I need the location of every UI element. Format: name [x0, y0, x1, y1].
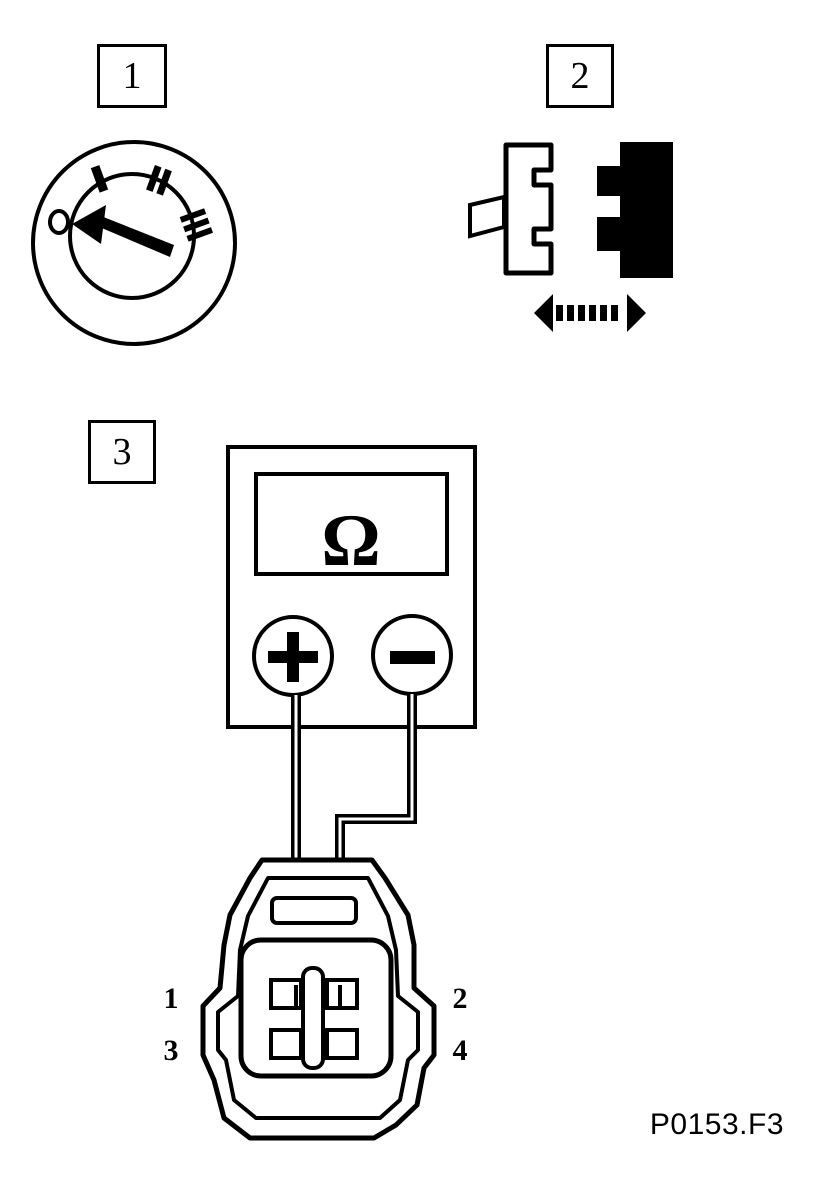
pin-4-terminal — [325, 1028, 359, 1060]
step-1-number: 1 — [122, 55, 142, 97]
pin-2-label: 2 — [453, 982, 468, 1015]
latch-tab — [468, 194, 506, 239]
multimeter-display — [254, 472, 449, 576]
figure-code: P0153.F3 — [649, 1108, 784, 1141]
connector-half-white — [503, 142, 554, 276]
position-II-marker — [146, 165, 172, 196]
connector-half-black — [597, 142, 673, 278]
position-0-marker — [48, 209, 70, 235]
step-3-box: 3 — [88, 420, 156, 484]
step-1-box: 1 — [97, 44, 167, 108]
pin-3-terminal — [269, 1028, 303, 1060]
center-divider — [301, 966, 325, 1070]
pin-3-label: 3 — [164, 1034, 179, 1067]
minus-icon — [390, 651, 435, 664]
connector-lock — [270, 896, 358, 925]
pin-1-label: 1 — [164, 982, 179, 1015]
position-I-marker — [90, 165, 109, 193]
multimeter: Ω — [226, 445, 477, 729]
key-arrow-icon — [72, 205, 174, 257]
ohm-symbol: Ω — [321, 500, 380, 582]
connector-disconnect-icon — [468, 142, 673, 332]
plus-icon — [268, 632, 318, 682]
sensor-connector — [200, 857, 437, 1141]
connector-inner-shell — [216, 876, 420, 1120]
step-2-box: 2 — [546, 44, 614, 108]
ignition-switch-icon — [31, 140, 237, 346]
step-2-number: 2 — [570, 55, 590, 97]
pin-4-label: 4 — [453, 1034, 468, 1067]
step-3-number: 3 — [112, 431, 132, 473]
double-arrow-icon — [534, 294, 646, 332]
position-III-marker — [179, 208, 214, 242]
